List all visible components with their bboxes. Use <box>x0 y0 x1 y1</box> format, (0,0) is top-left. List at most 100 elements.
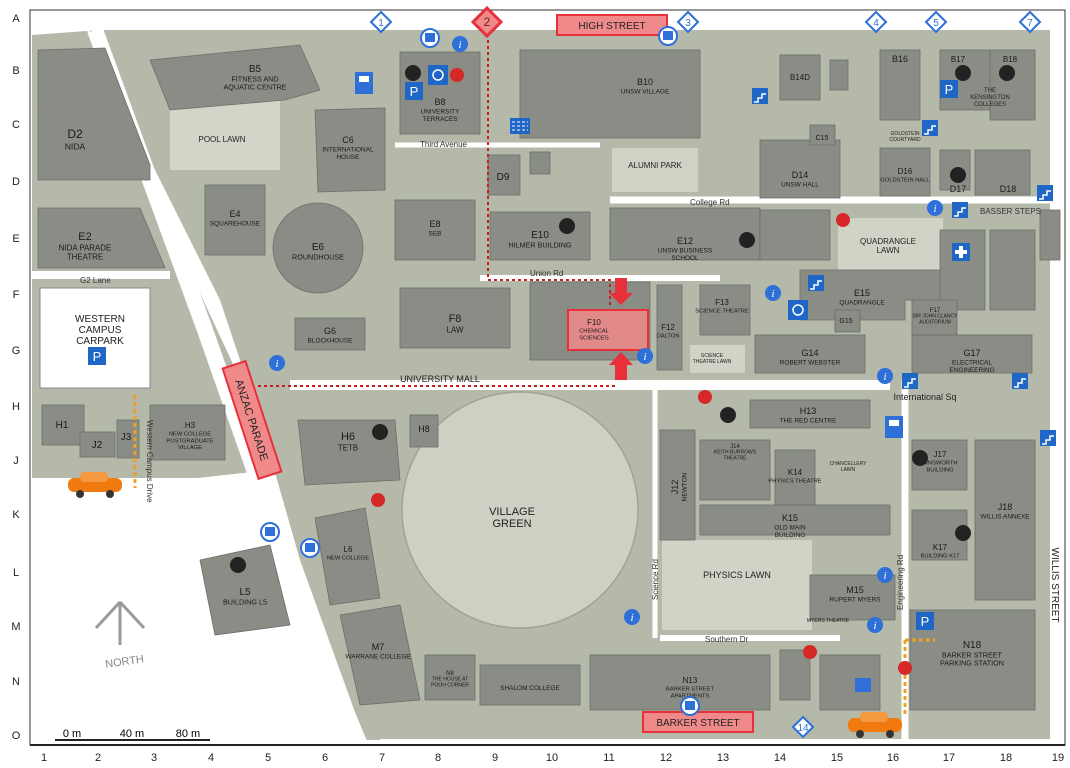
building-shalom[interactable] <box>479 664 581 706</box>
building-k14[interactable] <box>774 449 816 506</box>
bus-icon[interactable] <box>260 522 280 542</box>
building-j2[interactable] <box>79 431 116 458</box>
bus-icon[interactable] <box>855 678 871 692</box>
parking-icon[interactable]: P <box>405 82 423 100</box>
info-icon[interactable]: i <box>867 617 883 633</box>
gate-4[interactable]: 4 <box>864 10 888 34</box>
building-f8[interactable] <box>399 287 511 349</box>
info-icon[interactable]: i <box>452 36 468 52</box>
building-e19[interactable] <box>1039 209 1061 261</box>
building-m15[interactable] <box>809 574 896 621</box>
building-e6[interactable] <box>272 202 364 294</box>
parking-icon[interactable]: P <box>88 347 106 365</box>
building-l6[interactable] <box>314 507 381 606</box>
bus-icon[interactable] <box>680 696 700 716</box>
toilet-icon[interactable] <box>405 65 421 81</box>
building-d2[interactable] <box>37 47 151 181</box>
building-b15[interactable] <box>829 59 849 91</box>
emergency-icon[interactable] <box>450 68 464 82</box>
bus-icon[interactable] <box>355 72 373 94</box>
info-icon[interactable]: i <box>877 368 893 384</box>
building-e10[interactable] <box>489 211 591 261</box>
stairs-icon[interactable] <box>808 275 824 291</box>
building-b16[interactable] <box>879 49 921 121</box>
building-d19[interactable] <box>529 151 551 175</box>
accessible-icon[interactable] <box>788 300 808 320</box>
building-d16[interactable] <box>879 147 931 197</box>
building-e12[interactable] <box>609 207 761 261</box>
building-e8[interactable] <box>394 199 476 261</box>
building-g6[interactable] <box>294 317 366 351</box>
building-b14d[interactable] <box>779 54 821 101</box>
building-h8[interactable] <box>409 414 439 448</box>
parking-icon[interactable]: P <box>940 80 958 98</box>
stairs-icon[interactable] <box>1037 185 1053 201</box>
bus-icon[interactable] <box>300 538 320 558</box>
bus-icon[interactable] <box>420 28 440 48</box>
high-street-sign[interactable]: HIGH STREET <box>556 14 668 36</box>
building-g15[interactable] <box>834 309 861 333</box>
stairs-icon[interactable] <box>1012 373 1028 389</box>
toilet-icon[interactable] <box>720 407 736 423</box>
building-e16[interactable] <box>939 229 986 311</box>
building-b18[interactable] <box>989 49 1036 121</box>
building-f13[interactable] <box>699 284 751 336</box>
building-j18[interactable] <box>974 439 1036 601</box>
gate-2[interactable]: 2 <box>470 5 504 39</box>
building-k15[interactable] <box>699 504 891 536</box>
emergency-icon[interactable] <box>803 645 817 659</box>
info-icon[interactable]: i <box>877 567 893 583</box>
toilet-icon[interactable] <box>912 450 928 466</box>
building-d14[interactable] <box>759 139 841 199</box>
toilet-icon[interactable] <box>372 424 388 440</box>
building-f12[interactable] <box>656 284 683 371</box>
toilet-icon[interactable] <box>999 65 1015 81</box>
building-shalom-b[interactable] <box>779 649 811 701</box>
info-icon[interactable]: i <box>637 348 653 364</box>
building-h1[interactable] <box>41 404 85 446</box>
info-icon[interactable]: i <box>269 355 285 371</box>
building-h13[interactable] <box>749 399 871 429</box>
emergency-icon[interactable] <box>698 390 712 404</box>
security-icon[interactable] <box>510 118 530 134</box>
gate-7[interactable]: 7 <box>1018 10 1042 34</box>
stairs-icon[interactable] <box>902 373 918 389</box>
building-h3[interactable] <box>149 404 226 461</box>
info-icon[interactable]: i <box>765 285 781 301</box>
barker-street-sign[interactable]: BARKER STREET <box>642 711 754 733</box>
parking-icon[interactable]: P <box>916 612 934 630</box>
building-n8[interactable] <box>424 654 476 701</box>
gate-14[interactable]: 14 <box>791 715 815 739</box>
building-j3[interactable] <box>116 419 140 459</box>
emergency-icon[interactable] <box>898 661 912 675</box>
building-d18[interactable] <box>974 149 1031 196</box>
highlight-f10[interactable] <box>567 309 649 351</box>
building-c15[interactable] <box>809 124 836 146</box>
toilet-icon[interactable] <box>739 232 755 248</box>
bus-icon[interactable] <box>658 26 678 46</box>
stairs-icon[interactable] <box>1040 430 1056 446</box>
accessible-icon[interactable] <box>428 65 448 85</box>
building-m7[interactable] <box>339 604 421 706</box>
info-icon[interactable]: i <box>927 200 943 216</box>
emergency-icon[interactable] <box>836 213 850 227</box>
building-l5[interactable] <box>199 544 291 636</box>
building-g14[interactable] <box>754 334 866 374</box>
building-c6[interactable] <box>314 107 386 193</box>
stairs-icon[interactable] <box>952 202 968 218</box>
stairs-icon[interactable] <box>922 120 938 136</box>
emergency-icon[interactable] <box>371 493 385 507</box>
gate-5[interactable]: 5 <box>924 10 948 34</box>
building-e2[interactable] <box>37 207 166 269</box>
toilet-icon[interactable] <box>950 167 966 183</box>
info-icon[interactable]: i <box>624 609 640 625</box>
building-e14[interactable] <box>759 209 831 261</box>
stairs-icon[interactable] <box>752 88 768 104</box>
building-j14[interactable] <box>699 439 771 501</box>
building-n13[interactable] <box>589 654 771 711</box>
building-j12[interactable] <box>659 429 696 541</box>
gate-3[interactable]: 3 <box>676 10 700 34</box>
gate-1[interactable]: 1 <box>369 10 393 34</box>
building-e4[interactable] <box>204 184 266 256</box>
building-e18[interactable] <box>989 229 1036 311</box>
